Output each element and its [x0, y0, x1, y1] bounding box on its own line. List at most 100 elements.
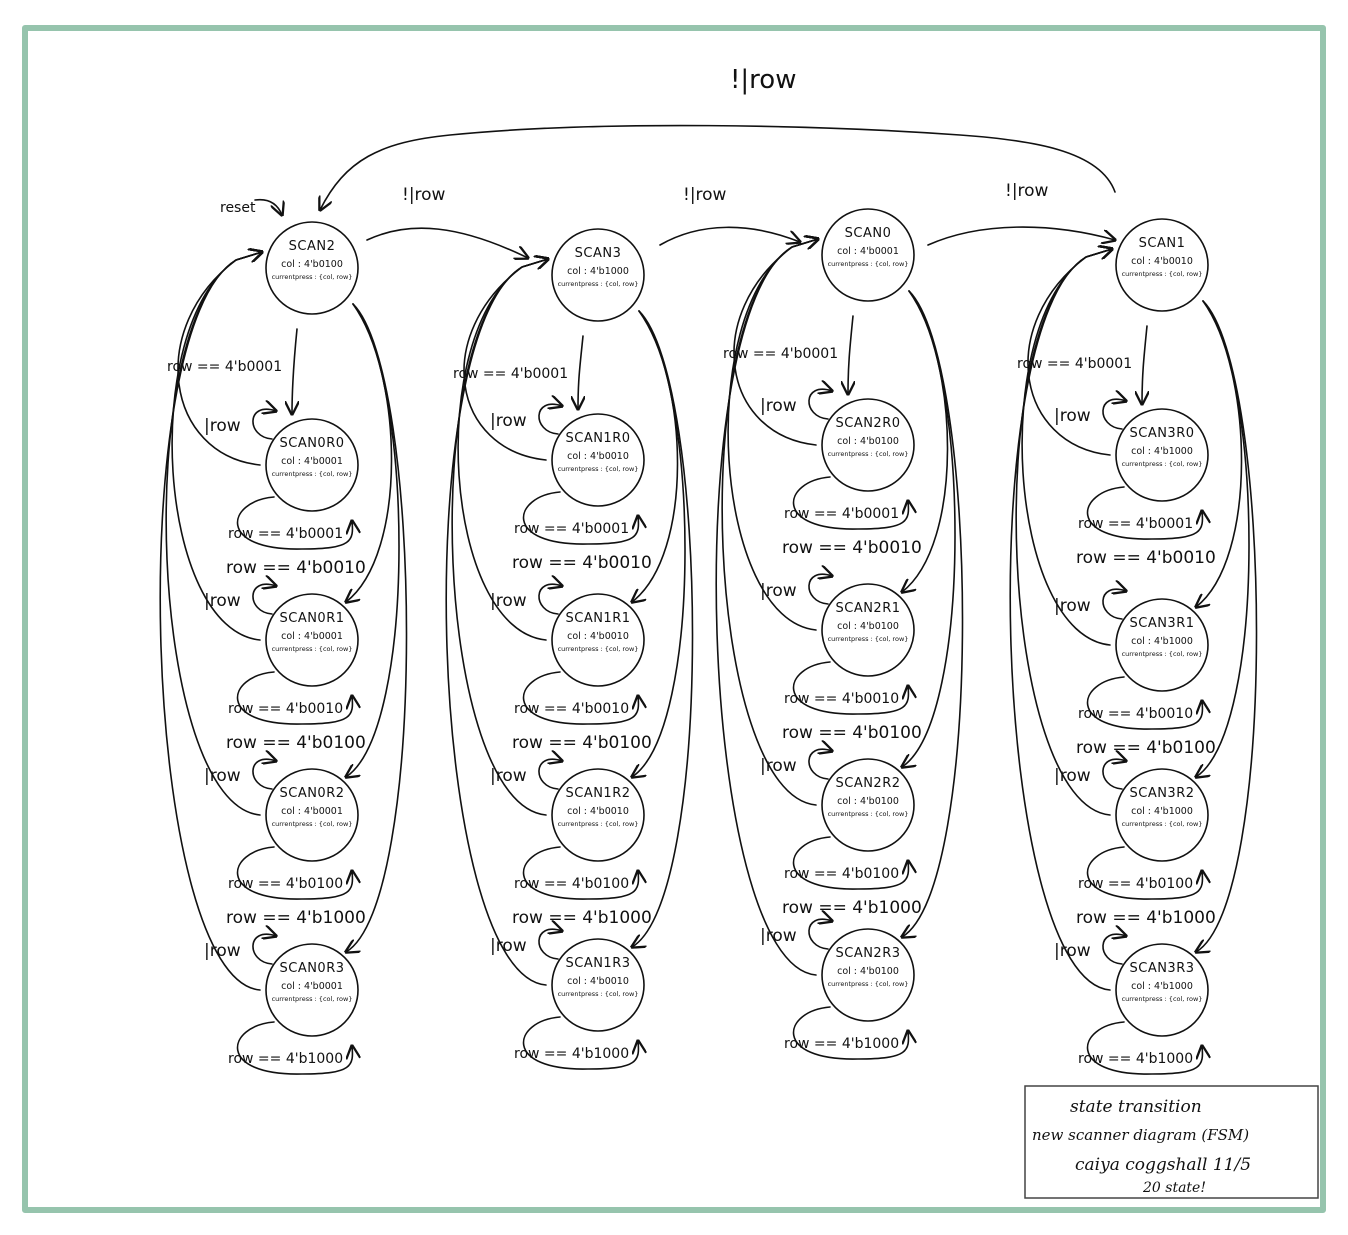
state-col: col : 4'b1000	[567, 266, 629, 277]
return-arrow	[727, 239, 818, 631]
state-name: SCAN3	[575, 246, 622, 261]
self-loop-arrow	[1102, 934, 1126, 965]
state-col: col : 4'b0001	[281, 806, 343, 817]
next-row-arrow	[346, 303, 408, 952]
next-row-label: row == 4'b0100	[782, 723, 922, 743]
hold-loop-label: row == 4'b0001	[784, 506, 899, 522]
self-loop-label: |row	[490, 591, 527, 611]
hold-loop-arrow	[236, 1021, 353, 1075]
self-loop-arrow	[252, 934, 276, 965]
state-currentpress: currentpress : {col, row}	[272, 470, 353, 478]
self-loop-label: |row	[204, 941, 241, 961]
scan3-to-scan0-arrow	[659, 226, 800, 246]
self-loop-arrow	[1102, 759, 1126, 790]
state-currentpress: currentpress : {col, row}	[558, 990, 639, 998]
state-circle	[821, 583, 915, 677]
return-arrow	[1009, 249, 1112, 991]
state-name: SCAN1	[1139, 236, 1186, 251]
reset-label: reset	[220, 200, 256, 216]
self-loop-arrow	[538, 759, 562, 790]
state-currentpress: currentpress : {col, row}	[558, 645, 639, 653]
hold-loop-label: row == 4'b0001	[514, 521, 629, 537]
self-loop-arrow	[252, 759, 276, 790]
entry-label: row == 4'b0001	[1017, 356, 1132, 372]
legend-box: state transition new scanner diagram (FS…	[1024, 1085, 1319, 1199]
row-state-scan0r1: SCAN0R1 col : 4'b0001 currentpress : {col,…	[265, 593, 359, 687]
hold-loop-arrow	[522, 846, 639, 900]
state-name: SCAN2	[289, 239, 336, 254]
next-row-label: row == 4'b1000	[1076, 908, 1216, 928]
state-circle	[551, 938, 645, 1032]
legend-line-3: caiya coggshall 11/5	[1075, 1155, 1251, 1175]
next-row-arrow	[632, 310, 686, 777]
state-circle	[265, 593, 359, 687]
self-loop-label: |row	[760, 756, 797, 776]
state-circle	[1115, 943, 1209, 1037]
state-col: col : 4'b0001	[281, 456, 343, 467]
hold-loop-arrow	[522, 671, 639, 725]
state-col: col : 4'b0100	[837, 436, 899, 447]
state-currentpress: currentpress : {col, row}	[828, 260, 909, 268]
next-row-label: row == 4'b1000	[782, 898, 922, 918]
state-currentpress: currentpress : {col, row}	[272, 645, 353, 653]
self-loop-label: |row	[760, 926, 797, 946]
state-currentpress: currentpress : {col, row}	[558, 820, 639, 828]
state-col: col : 4'b0001	[837, 246, 899, 257]
diagram-frame	[22, 25, 1326, 1213]
state-name: SCAN1R2	[565, 786, 630, 801]
hold-loop-label: row == 4'b1000	[784, 1036, 899, 1052]
hold-loop-label: row == 4'b1000	[1078, 1051, 1193, 1067]
self-loop-label: |row	[1054, 596, 1091, 616]
state-currentpress: currentpress : {col, row}	[828, 980, 909, 988]
state-col: col : 4'b0100	[837, 796, 899, 807]
entry-arrow	[848, 315, 853, 394]
state-circle	[265, 221, 359, 315]
state-currentpress: currentpress : {col, row}	[828, 635, 909, 643]
scan2-to-scan3-arrow	[366, 227, 528, 258]
hold-loop-label: row == 4'b0010	[784, 691, 899, 707]
hold-loop-label: row == 4'b0001	[228, 526, 343, 542]
hold-loop-label: row == 4'b0010	[514, 701, 629, 717]
state-col: col : 4'b0010	[567, 976, 629, 987]
state-circle	[265, 768, 359, 862]
entry-label: row == 4'b0001	[723, 346, 838, 362]
legend-line-1: state transition	[1070, 1097, 1202, 1117]
state-circle	[551, 413, 645, 507]
self-loop-arrow	[252, 584, 276, 615]
next-row-label: row == 4'b1000	[226, 908, 366, 928]
self-loop-arrow	[808, 919, 832, 950]
hold-loop-arrow	[522, 1016, 639, 1070]
state-name: SCAN1R1	[565, 611, 630, 626]
state-currentpress: currentpress : {col, row}	[272, 995, 353, 1003]
transition-label-scan3-scan0: !|row	[683, 185, 727, 205]
state-name: SCAN3R3	[1129, 961, 1194, 976]
state-circle	[821, 928, 915, 1022]
hold-loop-label: row == 4'b0100	[228, 876, 343, 892]
next-row-label: row == 4'b0010	[512, 553, 652, 573]
state-col: col : 4'b1000	[1131, 806, 1193, 817]
next-row-label: row == 4'b0010	[782, 538, 922, 558]
return-arrow	[715, 239, 818, 976]
state-col: col : 4'b0001	[281, 631, 343, 642]
state-currentpress: currentpress : {col, row}	[272, 273, 353, 281]
entry-arrow	[1142, 325, 1147, 404]
state-circle	[1115, 218, 1209, 312]
self-loop-arrow	[538, 584, 562, 615]
entry-label: row == 4'b0001	[453, 366, 568, 382]
state-name: SCAN1R3	[565, 956, 630, 971]
state-name: SCAN0	[845, 226, 892, 241]
entry-arrow	[292, 328, 297, 414]
column-2: SCAN0 col : 4'b0001 currentpress : {col, r…	[715, 208, 964, 1060]
state-name: SCAN0R1	[279, 611, 344, 626]
